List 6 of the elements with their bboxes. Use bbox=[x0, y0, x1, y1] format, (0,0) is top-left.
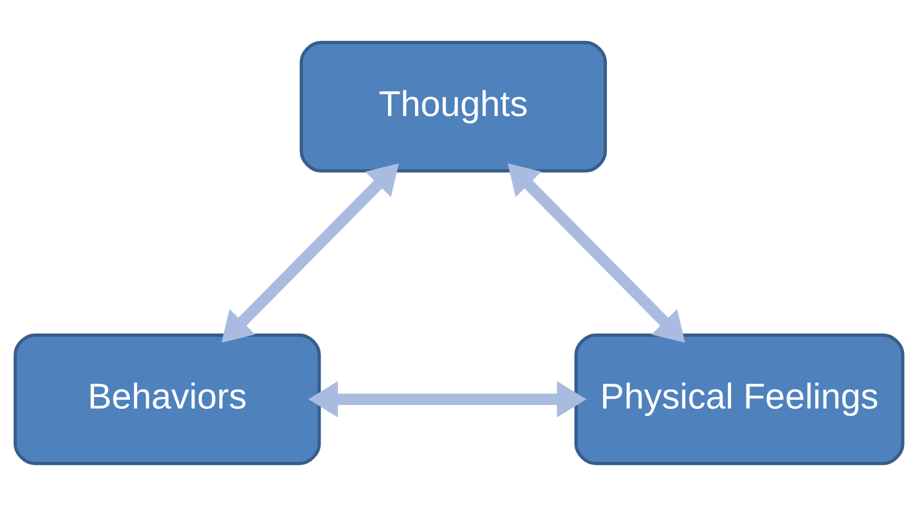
node-box: Behaviors bbox=[14, 332, 321, 465]
node-box: Thoughts bbox=[300, 40, 607, 172]
arrow bbox=[222, 162, 399, 342]
arrow bbox=[308, 380, 587, 417]
node-box: Physical Feelings bbox=[574, 332, 904, 465]
arrow bbox=[508, 162, 686, 342]
